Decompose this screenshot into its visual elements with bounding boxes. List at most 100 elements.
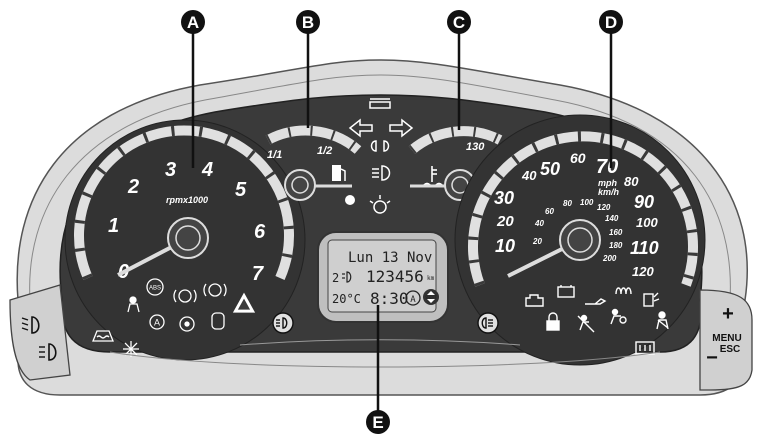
kmh-tick-120: 120: [597, 203, 611, 212]
kmh-tick-40: 40: [534, 219, 544, 228]
passenger-airbag-icon: [610, 308, 627, 325]
fuel-reserve-dot: [345, 195, 355, 205]
speed-tick-50: 50: [540, 159, 560, 179]
speed-tick-10: 10: [495, 236, 515, 256]
rear-window-defrost-icon: [92, 330, 114, 342]
steering-warning-icon: [179, 316, 195, 332]
engine-check-icon: [525, 294, 544, 307]
fuel-gauge: 1/1 1/2: [265, 125, 362, 205]
brake-warning-icon: [173, 289, 197, 303]
speed-tick-90: 90: [634, 192, 654, 212]
callouts: A B C D E: [181, 10, 623, 434]
seatbelt-seat-icon: [211, 312, 225, 330]
lcd-auto-indicator: [405, 290, 421, 306]
esc-label[interactable]: ESC: [720, 344, 741, 355]
kmh-tick-60: 60: [545, 207, 554, 216]
speed-tick-100: 100: [636, 215, 658, 230]
lcd-odometer: 123456: [366, 267, 424, 286]
speed-tick-70: 70: [596, 156, 618, 178]
fuel-pump-icon: [332, 165, 346, 181]
hazard-warning-icon: [232, 292, 256, 313]
speed-tick-110: 110: [630, 238, 659, 258]
abs-warning-icon: ABS: [146, 278, 164, 296]
callout-e: [366, 410, 390, 434]
speed-tick-20: 20: [496, 213, 514, 230]
svg-text:C: C: [453, 13, 465, 32]
fuel-filter-icon: [643, 292, 660, 307]
svg-text:D: D: [605, 13, 617, 32]
lcd-trip: 2: [332, 271, 339, 285]
fuel-label-full: 1/1: [267, 149, 282, 161]
tach-tick-2: 2: [127, 176, 139, 198]
tach-tick-1: 1: [108, 215, 119, 237]
speed-tick-80: 80: [624, 174, 639, 189]
auto-mode-icon: A: [149, 314, 165, 330]
driver-airbag-icon: [127, 296, 140, 313]
left-control-pod: [9, 284, 71, 381]
immobilizer-icon: [546, 312, 560, 331]
lcd-shift-label: SHIFT: [425, 295, 438, 300]
oil-pressure-icon: [585, 298, 607, 305]
lcd-shift-indicator: [423, 289, 439, 305]
rear-fog-light-icon[interactable]: [477, 312, 499, 334]
tach-tick-3: 3: [165, 159, 176, 181]
glow-coil-icon: [615, 287, 632, 295]
lcd-outside-temp: 20°C: [332, 292, 361, 306]
speed-unit-kmh: km/h: [598, 187, 620, 197]
position-lights-icon: [370, 140, 390, 152]
tach-unit-label: rpmx1000: [166, 195, 208, 205]
speedometer: 10 20 30 40 50 60 70 80 90 100 110 120 m…: [454, 114, 706, 366]
svg-text:A: A: [154, 318, 160, 328]
lcd-display: Lun 13 Nov 2 123456 km 20°C 8:30 A SHIFT: [317, 231, 449, 323]
tach-tick-5: 5: [235, 179, 247, 201]
lcd-auto-label: A: [410, 295, 416, 305]
center-indicators: [348, 98, 414, 214]
svg-text:ABS: ABS: [149, 286, 161, 292]
svg-text:E: E: [372, 413, 383, 432]
lcd-time: 8:30: [370, 289, 409, 308]
lcd-odo-unit: km: [427, 275, 435, 282]
cruise-control-icon: [369, 98, 391, 109]
low-beam-button[interactable]: [39, 343, 57, 361]
tach-tick-6: 6: [254, 221, 266, 243]
speed-hub: [559, 219, 601, 261]
high-beam-icon: [372, 165, 391, 181]
speed-unit-mph: mph: [598, 178, 618, 188]
front-fog-light-icon[interactable]: [272, 312, 294, 334]
speed-tick-60: 60: [570, 150, 586, 166]
tach-hub: [167, 217, 209, 259]
callout-a: [181, 10, 205, 34]
headlight-button[interactable]: [21, 316, 40, 334]
lcd-date: Lun 13 Nov: [348, 250, 432, 266]
parking-lamp-icon: [203, 283, 227, 297]
kmh-tick-180: 180: [609, 241, 623, 250]
svg-text:A: A: [187, 13, 199, 32]
speedo-warning-lights: [525, 285, 669, 355]
speed-tick-120: 120: [632, 264, 654, 279]
kmh-tick-140: 140: [605, 214, 619, 223]
speed-tick-40: 40: [521, 168, 537, 183]
callout-c: [447, 10, 471, 34]
temp-label-max: 130: [466, 141, 485, 153]
right-control-pod: + MENU ESC −: [699, 289, 753, 391]
snowflake-icon: [123, 341, 139, 357]
turn-right-icon: [389, 118, 414, 138]
callout-b: [296, 10, 320, 34]
kmh-tick-80: 80: [563, 199, 572, 208]
speed-tick-30: 30: [494, 188, 514, 208]
fuel-hub: [284, 169, 316, 201]
tach-warning-lights: ABS A: [92, 278, 256, 357]
menu-label[interactable]: MENU: [712, 333, 741, 344]
tach-tick-4: 4: [201, 159, 213, 181]
lcd-headlight-icon: [342, 271, 352, 283]
minus-button[interactable]: −: [706, 347, 718, 369]
glow-plug-icon: [369, 195, 391, 214]
kmh-tick-160: 160: [609, 228, 623, 237]
airbag-off-icon: [577, 314, 595, 333]
plus-button[interactable]: +: [722, 303, 734, 325]
kmh-tick-20: 20: [532, 237, 542, 246]
tach-tick-7: 7: [252, 263, 264, 285]
seatbelt-warning-icon: [656, 311, 669, 330]
fuel-label-half: 1/2: [317, 145, 332, 157]
